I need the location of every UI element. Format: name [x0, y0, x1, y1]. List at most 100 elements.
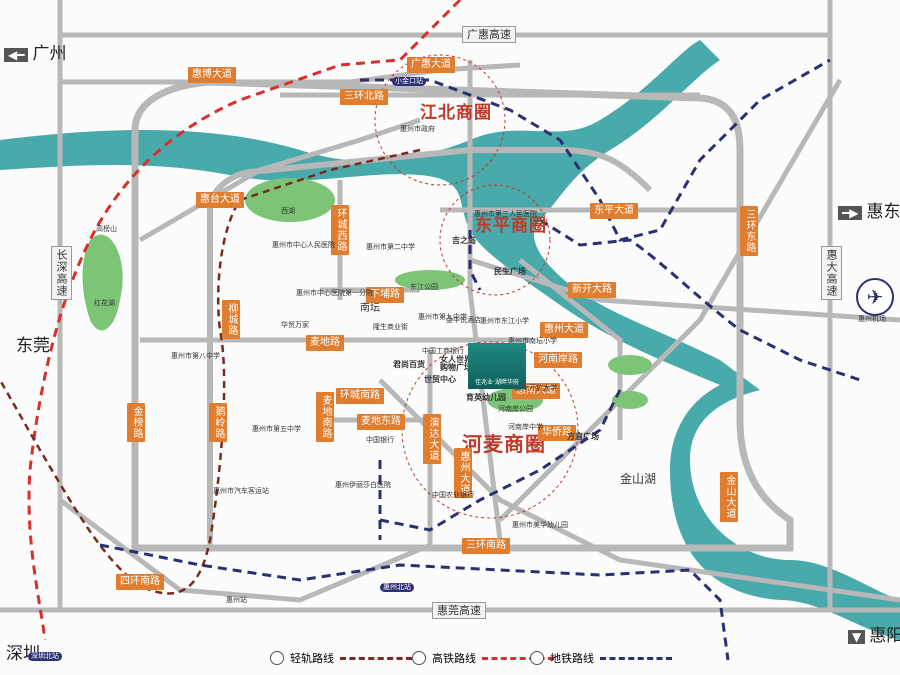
- arrow-left-icon: ◀━: [4, 47, 29, 62]
- poi-1: 惠州市政府: [400, 125, 435, 133]
- poi-15: 育英幼儿园: [466, 393, 506, 402]
- road-label-xiapu: 下埔路: [366, 287, 404, 303]
- zone-circle-hemai: [401, 341, 579, 519]
- metro-line-3: [379, 389, 622, 532]
- poi-14: 世贸中心: [424, 375, 456, 384]
- park-jinshan: [612, 391, 648, 409]
- road-southwest: [58, 498, 431, 603]
- airport-label: 惠州机场: [858, 315, 886, 323]
- poi-33: 惠州市南坛小学: [508, 337, 557, 345]
- city-dongguan: 东莞: [16, 336, 50, 356]
- poi-3: 惠州市中心人民医院: [272, 241, 335, 249]
- road-label-ehu: 鹅岭路: [209, 403, 227, 442]
- road-label-hecheng: 河南岸路: [534, 352, 582, 368]
- poi-11: 惠州市美华幼儿园: [512, 521, 568, 529]
- station-huizhou-north[interactable]: 惠州北站: [380, 583, 414, 592]
- ring-road-outer: [131, 78, 794, 552]
- poi-12: 惠州开放大学: [515, 384, 557, 392]
- park-west-lake: [245, 178, 335, 222]
- legend-light-rail-swatch: [340, 656, 412, 660]
- road-label-liuyuan: 柳城路: [222, 300, 240, 339]
- legend-high-speed-rail-swatch: [482, 656, 554, 660]
- road-label-huizhou: 惠州大道: [540, 322, 588, 338]
- poi-4: 惠州市中心医院第一分院: [296, 289, 373, 297]
- light-rail-1: [0, 148, 421, 595]
- highway-bottom: 惠莞高速: [432, 602, 486, 619]
- poi-6: 惠州市第五中学: [252, 425, 301, 433]
- poi-9: 惠州市汽车客运站: [213, 487, 269, 495]
- poi-29: 金华悦酒店: [446, 316, 481, 324]
- road-label-shifeng: 新开大路: [568, 282, 616, 298]
- lake-jinshan: 金山湖: [620, 472, 657, 486]
- poi-8: 惠州市东江小学: [480, 317, 529, 325]
- road-label-yanda: 演达大道: [423, 414, 441, 464]
- legend-metro-swatch: [600, 656, 672, 660]
- station-xiaojinkou[interactable]: 小金口站: [392, 77, 426, 86]
- road-label-sanhuan-north: 三环北路: [340, 89, 388, 105]
- metro-line-4: [99, 543, 730, 661]
- legend-metro: 地铁路线: [530, 650, 672, 666]
- road-label-huitai: 惠台大道: [196, 192, 244, 208]
- poi-24: 红花湖: [94, 299, 115, 307]
- poi-23: 西湖: [281, 207, 295, 215]
- park-hongyuan: [608, 355, 652, 375]
- poi-26: 东江公园: [410, 283, 438, 291]
- poi-10: 惠州伊丽莎白医院: [335, 481, 391, 489]
- zone-circle-jiangbei: [374, 54, 506, 186]
- zone-jiangbei: 江北商圈: [420, 103, 492, 123]
- poi-20: 惠州市第三人民医院: [474, 210, 537, 218]
- poi-27: 河南岸公园: [498, 405, 533, 413]
- park-dongjiang: [395, 270, 465, 290]
- road-label-guanghui: 广惠大道: [407, 57, 455, 73]
- road-label-maidi-dong: 麦地东路: [357, 414, 405, 430]
- road-label-sima: 四环南路: [116, 574, 164, 590]
- poi-22: 民生广场: [494, 267, 526, 276]
- road-east-diag: [469, 257, 900, 323]
- arrow-down-icon: ▼: [848, 629, 866, 644]
- train-icon: [412, 651, 426, 665]
- poi-30: 君尚百货: [393, 360, 425, 369]
- road-jinshan: [498, 78, 843, 522]
- poi-13: 女人世界购物广场: [440, 355, 472, 372]
- zone-dongping: 东平商圈: [475, 216, 547, 236]
- park-honghua: [82, 234, 123, 331]
- road-label-yinhe: 华侨路: [538, 425, 576, 441]
- airplane-icon[interactable]: ✈: [856, 278, 894, 316]
- road-label-huancheng-south: 环城南路: [336, 388, 384, 404]
- arrow-right-icon: ━▶: [838, 205, 863, 220]
- project-name: 佳兆业·湖畔华府: [475, 379, 519, 386]
- poi-18: 中国银行: [366, 436, 394, 444]
- highway-right: 惠大高速: [821, 246, 842, 300]
- poi-5: 惠州市第八中学: [171, 352, 220, 360]
- road-label-huancheng-west: 环城西路: [331, 205, 349, 255]
- poi-7: 惠州市第九中学: [418, 313, 467, 321]
- city-guangzhou: ◀━ 广州: [4, 46, 66, 63]
- station-shenzhen-north[interactable]: 深圳北站: [28, 652, 62, 661]
- road-label-maidi: 麦地路: [306, 335, 344, 351]
- legend-light-rail: 轻轨路线: [270, 650, 412, 666]
- metro-line: [360, 58, 831, 242]
- road-label-nantan: 南坛: [360, 303, 380, 314]
- road-label-dongping: 东平大道: [590, 203, 638, 219]
- metro-line-2: [539, 218, 861, 382]
- road-label-sanhuan-south: 三环南路: [462, 538, 510, 554]
- road-label-sanhuan-east: 三环东路: [740, 206, 758, 256]
- river: [0, 40, 900, 640]
- zone-hemai: 河麦商圈: [462, 432, 546, 456]
- city-huiyang: ▼ 惠阳: [848, 628, 900, 645]
- road-vertical-center: [467, 60, 503, 541]
- high-speed-rail: [27, 0, 462, 641]
- poi-16: 河南岸中学: [508, 423, 543, 431]
- metro-icon: [530, 651, 544, 665]
- road-label-huizhou-2: 惠州大道: [454, 448, 472, 498]
- poi-31: 方直广场: [567, 432, 599, 441]
- poi-17: 中国工商银行: [422, 347, 464, 355]
- city-huidong: ━▶ 惠东: [838, 204, 900, 221]
- road-label-maidi-south: 麦地南路: [316, 392, 334, 442]
- project-marker[interactable]: 佳兆业·湖畔华府: [468, 343, 526, 389]
- poi-25: 高榜山: [96, 225, 117, 233]
- poi-34: 隆生商业街: [373, 323, 408, 331]
- train-icon: [270, 651, 284, 665]
